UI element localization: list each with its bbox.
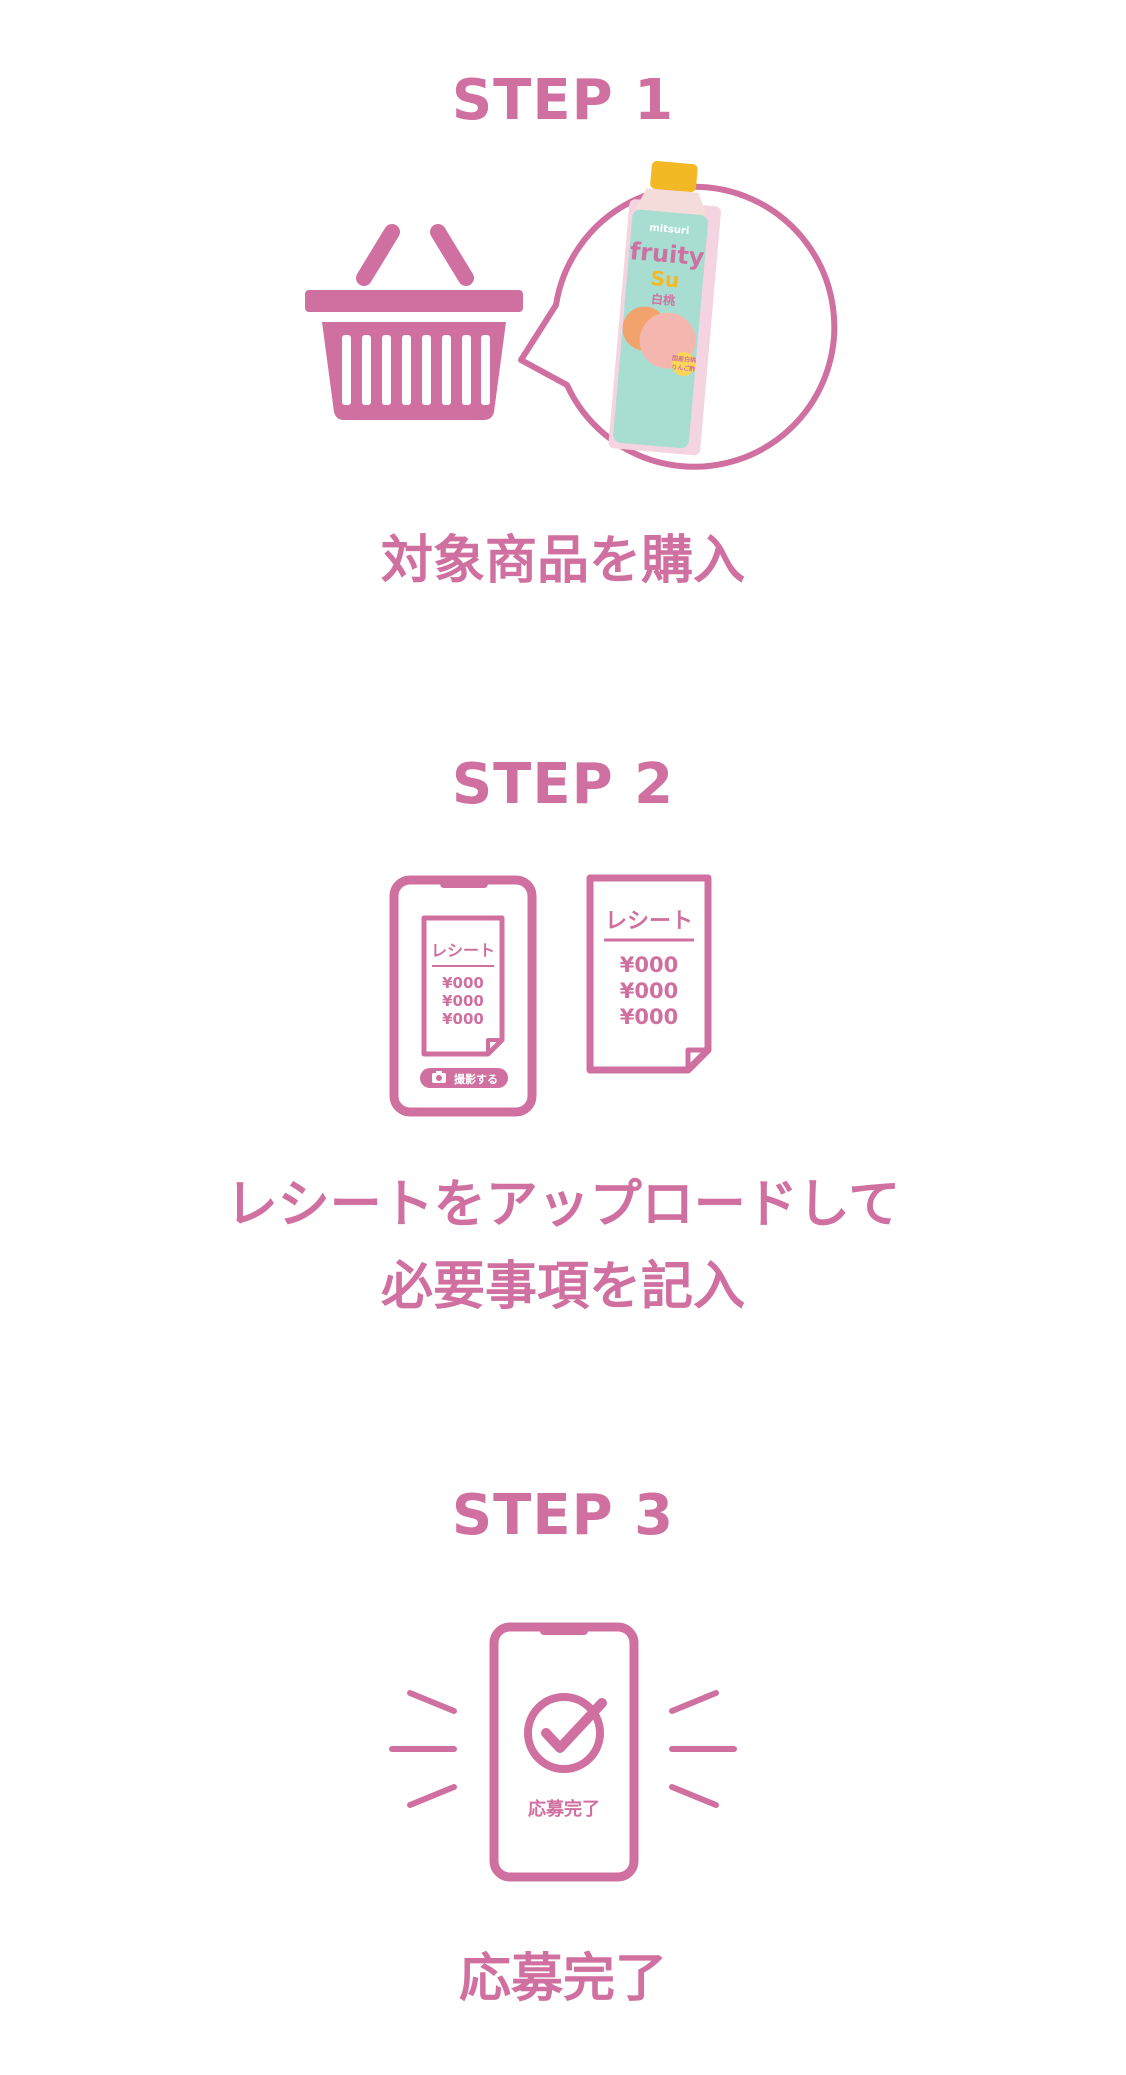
step-1-caption-line-1: 対象商品を購入 [380, 531, 745, 591]
phone-receipt-amount: ¥000 [442, 974, 484, 992]
smartphone-icon: レシート ¥000 ¥000 ¥000 撮影する [389, 875, 537, 1117]
paper-receipt-amount: ¥000 [620, 953, 678, 977]
bottle-badge-line2: りんご酢 [671, 363, 696, 373]
step-2-caption: レシートをアップロードして 必要事項を記入 [0, 1164, 1126, 1328]
step-2-illustration: レシート ¥000 ¥000 ¥000 撮影する レシート ¥000 ¥000 … [389, 874, 712, 1117]
paper-receipt-title: レシート [605, 909, 693, 934]
receipt-icon: レシート ¥000 ¥000 ¥000 [586, 874, 712, 1074]
smartphone-icon [489, 1622, 639, 1882]
camera-button-label: 撮影する [454, 1072, 498, 1086]
step-3-illustration: 応募完了 [389, 1622, 737, 1882]
bottle-flavor: 白桃 [651, 291, 676, 308]
step-1-illustration: mitsuri fruity Su 白桃 国産白桃 りんご酢 [305, 160, 838, 470]
step-2-caption-line-1: レシートをアップロードして [225, 1175, 901, 1235]
bottle-icon: mitsuri fruity Su 白桃 国産白桃 りんご酢 [608, 160, 721, 456]
step-1-title: STEP 1 [451, 68, 675, 133]
paper-receipt-amount: ¥000 [620, 1005, 678, 1029]
camera-button: 撮影する [420, 1068, 508, 1088]
bottle-sub: Su [650, 266, 681, 292]
bottle-name: fruity [629, 237, 706, 271]
step-3-caption-line-1: 応募完了 [458, 1949, 667, 2009]
check-circle-icon [524, 1693, 607, 1773]
radiating-lines [389, 1690, 737, 1808]
phone-completion-label: 応募完了 [528, 1798, 600, 1820]
step-3-title: STEP 3 [451, 1483, 675, 1548]
phone-receipt-amount: ¥000 [442, 1010, 484, 1028]
paper-receipt-amount: ¥000 [620, 979, 678, 1003]
step-2-title: STEP 2 [451, 752, 675, 817]
step-2-caption-line-2: 必要事項を記入 [380, 1257, 745, 1317]
basket-icon [305, 224, 523, 420]
step-3-caption: 応募完了 [0, 1938, 1126, 2020]
speech-bubble-icon [518, 183, 838, 470]
camera-icon [432, 1071, 446, 1083]
step-1-caption: 対象商品を購入 [0, 520, 1126, 602]
bottle-badge-line1: 国産白桃 [672, 354, 697, 364]
phone-receipt-title: レシート [431, 941, 495, 960]
phone-receipt-amount: ¥000 [442, 992, 484, 1010]
bottle-brand: mitsuri [649, 223, 690, 237]
